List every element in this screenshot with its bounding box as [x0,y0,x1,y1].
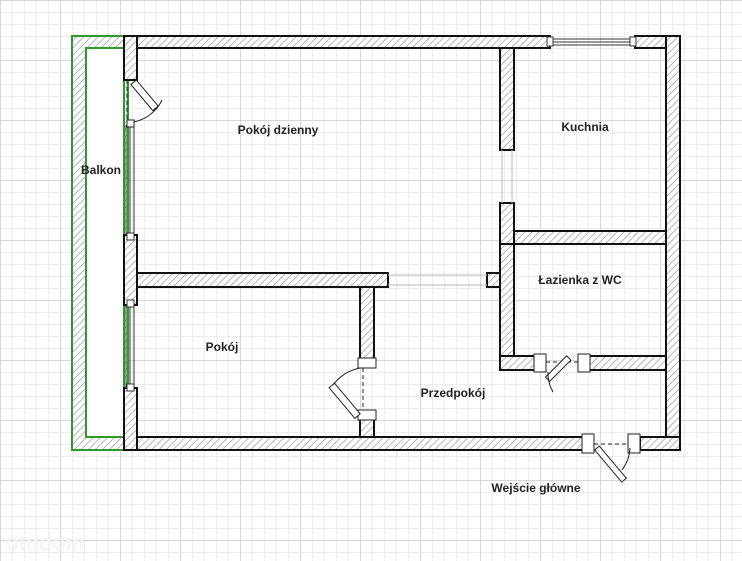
label-balcony: Balkon [81,163,121,177]
label-living-room: Pokój dzienny [238,123,319,137]
balcony [71,35,129,451]
windows [125,36,637,392]
label-hallway: Przedpokój [421,386,486,400]
label-room: Pokój [206,340,239,354]
label-main-entrance: Wejście główne [491,481,580,495]
label-bathroom: Łazienka z WC [538,273,622,287]
walls [123,35,681,451]
label-kitchen: Kuchnia [561,120,609,134]
doors [126,79,641,483]
watermark-logo: otodom [6,530,86,555]
